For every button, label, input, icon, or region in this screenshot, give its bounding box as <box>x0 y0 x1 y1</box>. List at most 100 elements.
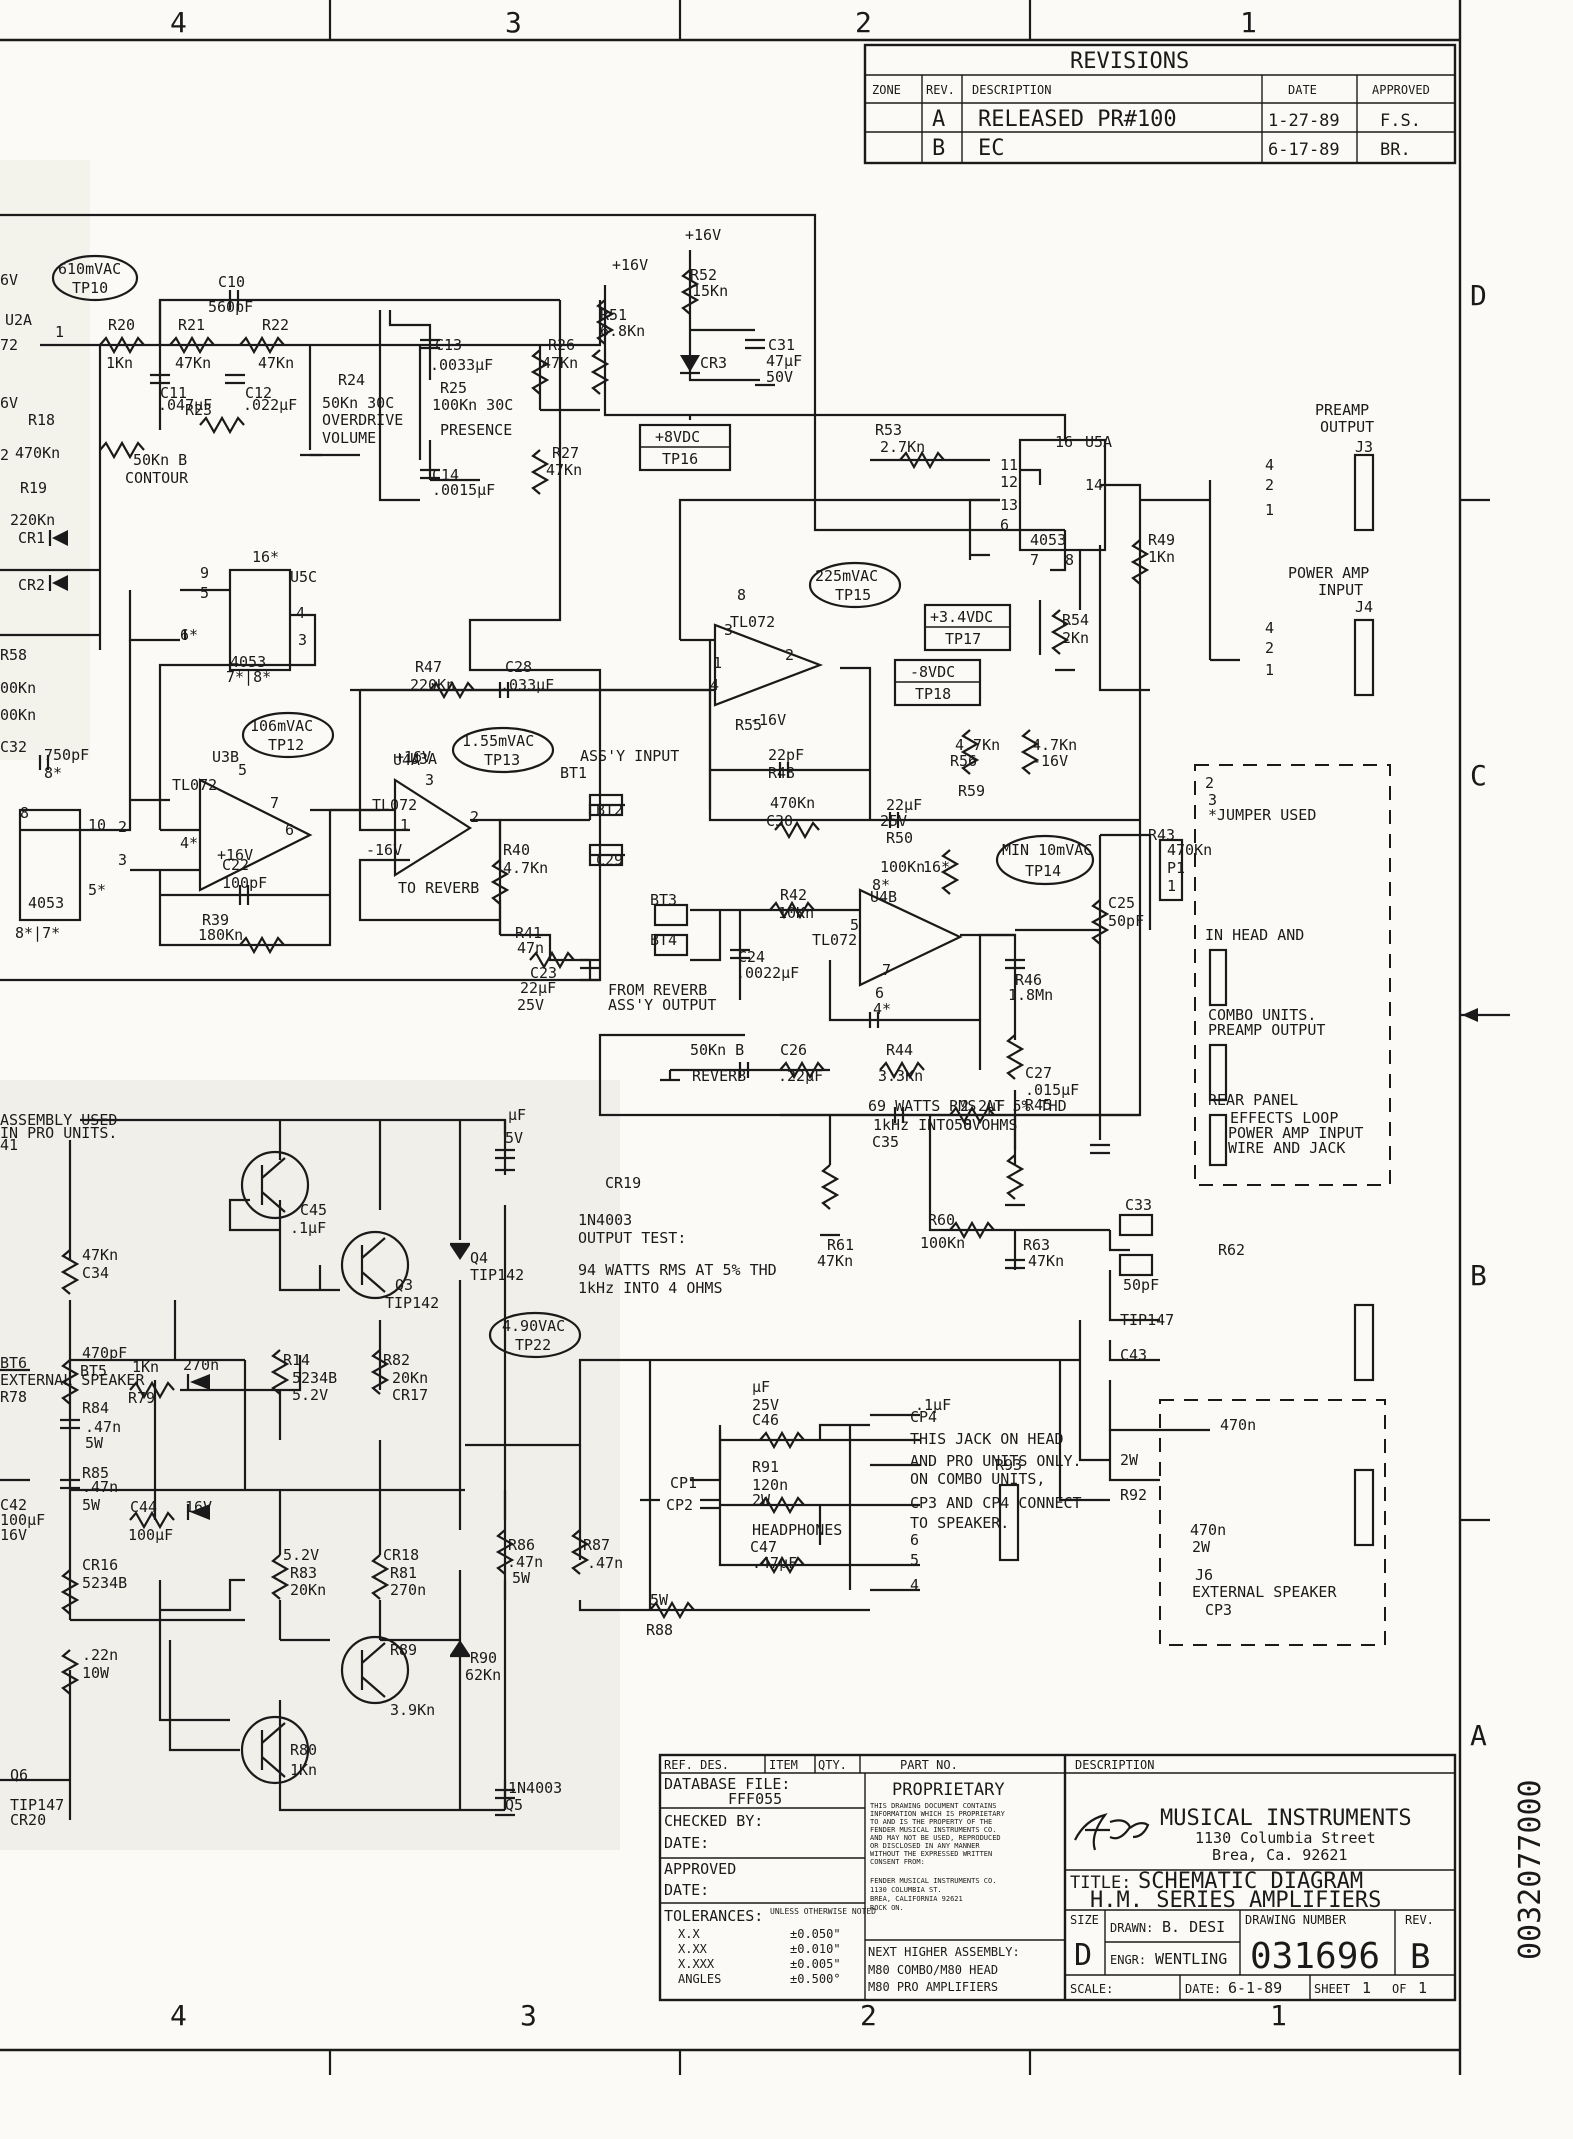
label-l159: 25V <box>517 996 544 1014</box>
transistor-symbols <box>240 1150 410 1785</box>
label-l296: R91 <box>752 1458 779 1476</box>
label-l310: CP3 <box>1205 1601 1232 1619</box>
label-l312: THIS JACK ON HEAD <box>910 1430 1064 1448</box>
label-l229: C33 <box>1125 1196 1152 1214</box>
label-l21: 50Kn 30C <box>322 394 394 412</box>
tp10-voltage: 610mVAC <box>58 260 121 278</box>
label-l155: R41 <box>515 924 542 942</box>
tp10-name: TP10 <box>72 279 108 297</box>
label-l26: R25 <box>440 379 467 397</box>
label-l218: 69 WATTS RMS AT 5% THD <box>868 1097 1067 1115</box>
tb-qty: QTY. <box>818 1758 847 1772</box>
label-l146: 5* <box>88 881 106 899</box>
label-l98: 8 <box>737 586 746 604</box>
label-l86: 3 <box>298 631 307 649</box>
label-l41: CR3 <box>700 354 727 372</box>
label-l205: µF <box>508 1106 526 1124</box>
label-l83: U5C <box>290 568 317 586</box>
zone-labels-right: D C B A <box>1470 279 1487 1752</box>
label-l174: 4* <box>873 1000 891 1018</box>
tb-next-assy-label: NEXT HIGHER ASSEMBLY: <box>868 1945 1020 1959</box>
label-l179: C27 <box>1025 1064 1052 1082</box>
label-l195: IN HEAD AND <box>1205 926 1304 944</box>
label-l317: 6 <box>910 1531 919 1549</box>
label-l144: 2 <box>118 818 127 836</box>
label-l163: 10Kn <box>778 904 814 922</box>
rev-header-rev: REV. <box>926 83 955 97</box>
label-l270: 5W <box>512 1569 531 1587</box>
label-l166: FROM REVERB <box>608 981 707 999</box>
tb-tol-k1: X.XX <box>678 1942 708 1956</box>
label-l261: 5234B <box>82 1574 127 1592</box>
label-l192: 2 <box>1205 774 1214 792</box>
tb-sheet-label: SHEET <box>1314 1982 1350 1996</box>
label-l158: 22µF <box>520 979 556 997</box>
tp15-ellipse <box>808 561 902 609</box>
label-l321: 2 <box>0 0 9 4</box>
tb-next-assy-0: M80 COMBO/M80 HEAD <box>868 1963 998 1977</box>
tp18-voltage: -8VDC <box>910 663 955 681</box>
label-l203: IN PRO UNITS. <box>0 1124 117 1142</box>
label-l257: C44 <box>130 1498 157 1516</box>
label-l103: 4 <box>710 676 719 694</box>
tb-prop-addr-0: FENDER MUSICAL INSTRUMENTS CO. <box>870 1877 996 1885</box>
label-l172: 7 <box>882 961 891 979</box>
label-l173: 6 <box>875 984 884 1002</box>
tb-tol-k0: X.X <box>678 1927 700 1941</box>
label-l199: EFFECTS LOOP <box>1230 1109 1338 1127</box>
label-l232: 47Kn <box>82 1246 118 1264</box>
tb-tol-unless: UNLESS OTHERWISE NOTED <box>770 1907 876 1916</box>
tp12-voltage: 106mVAC <box>250 717 313 735</box>
label-l298: 2W <box>752 1491 771 1509</box>
label-l133: 22pF <box>768 746 804 764</box>
label-l295: CP2 <box>666 1496 693 1514</box>
label-l85: 4 <box>296 604 305 622</box>
external-speaker-head-pro-box <box>1159 1399 1386 1646</box>
label-l63: 8 <box>1065 551 1074 569</box>
zone-top-4: 4 <box>170 6 187 39</box>
label-l04: 1 <box>55 323 64 341</box>
label-l183: REVERB <box>692 1067 746 1085</box>
label-l50: 220Kn <box>10 511 55 529</box>
label-l153: R40 <box>503 841 530 859</box>
label-l13: C11 <box>160 384 187 402</box>
tb-of-label: OF <box>1392 1982 1406 1996</box>
label-l62: 7 <box>1030 551 1039 569</box>
label-l233: C34 <box>82 1264 109 1282</box>
label-l168: 8* <box>872 876 890 894</box>
label-l283: Q6 <box>10 1766 28 1784</box>
tb-company: MUSICAL INSTRUMENTS <box>1160 1806 1412 1831</box>
tb-next-assy-1: M80 PRO AMPLIFIERS <box>868 1980 998 1994</box>
label-l46: R18 <box>28 411 55 429</box>
zone-top-1: 1 <box>1240 6 1257 39</box>
label-l307: 2W <box>1192 1538 1211 1556</box>
label-l161: BT4 <box>650 931 677 949</box>
rev-b-description: EC <box>978 136 1005 161</box>
label-l301: .47µF <box>752 1554 797 1572</box>
label-l152: 180Kn <box>198 926 243 944</box>
tb-drawn: B. DESI <box>1162 1918 1225 1936</box>
tp15-voltage: 225mVAC <box>815 567 878 585</box>
label-l311: CP4 <box>910 1408 937 1426</box>
label-l170: 5 <box>850 916 859 934</box>
label-l90: R58 <box>0 646 27 664</box>
label-l156: 47n <box>517 939 544 957</box>
label-l79: 2 <box>1265 639 1274 657</box>
label-l135: 470Kn <box>770 794 815 812</box>
label-l235: BT5 <box>80 1362 107 1380</box>
zone-right-b: B <box>1470 1259 1487 1292</box>
rev-b-date: 6-17-89 <box>1268 140 1340 160</box>
label-l53: R53 <box>875 421 902 439</box>
label-l165: .0022µF <box>736 964 799 982</box>
tb-database-file: FFF055 <box>728 1790 782 1808</box>
label-l111: 00Kn <box>0 706 36 724</box>
label-l254: C42 <box>0 1496 27 1514</box>
label-l84: 5 <box>200 584 209 602</box>
label-l246: 20Kn <box>392 1369 428 1387</box>
zone-labels-top: 4 3 2 1 <box>170 6 1257 39</box>
tb-prop-line-2: TO AND IS THE PROPERTY OF THE <box>870 1818 992 1826</box>
label-l145: 3 <box>118 851 127 869</box>
zone-bottom-4: 4 <box>170 1999 187 2032</box>
label-l95: .033µF <box>500 676 554 694</box>
label-l113: 750pF <box>44 746 89 764</box>
